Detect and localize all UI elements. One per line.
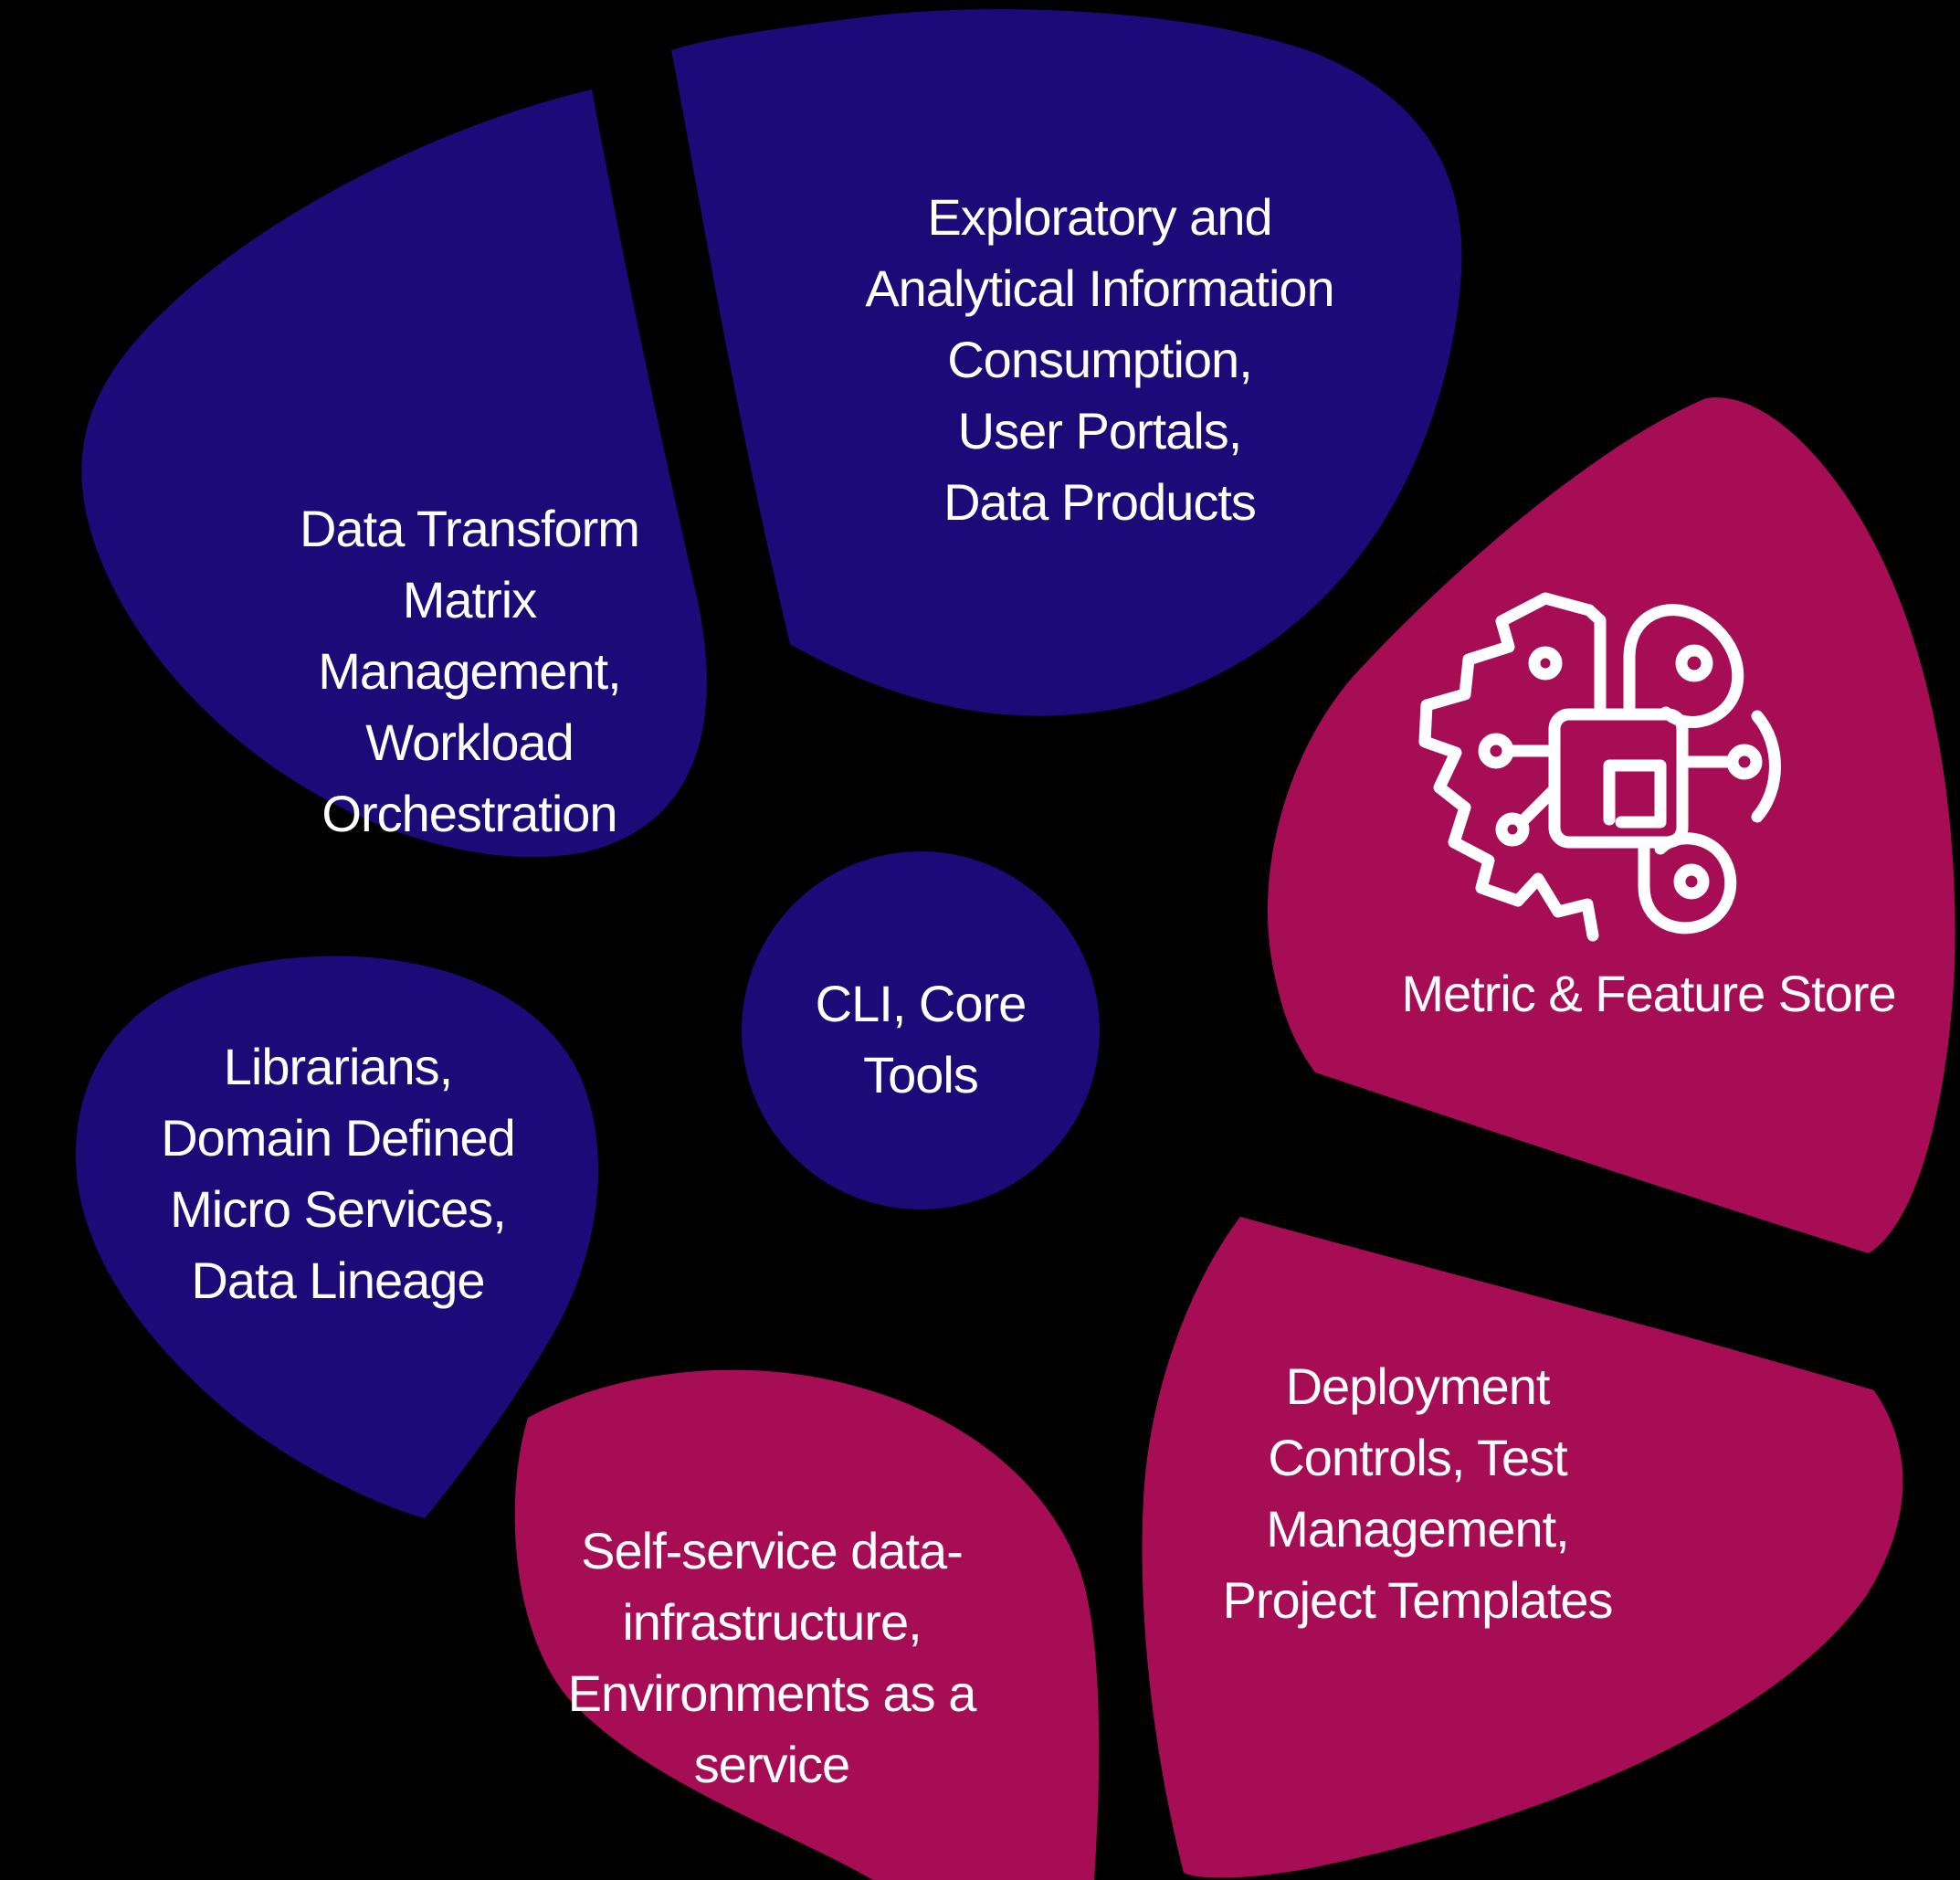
label-librarians: Librarians, Domain Defined Micro Service…: [161, 1038, 516, 1309]
blob-librarians: [75, 956, 598, 1518]
label-exploratory: Exploratory and Analytical Information C…: [865, 188, 1334, 531]
blob-deployment: [1142, 1217, 1903, 1878]
label-cli-core-tools: CLI, Core Tools: [815, 975, 1027, 1104]
label-data-transform: Data Transform Matrix Management, Worklo…: [300, 500, 640, 842]
label-self-service: Self-service data- infrastructure, Envir…: [567, 1522, 977, 1793]
blob-exploratory: [671, 9, 1462, 716]
ai-brain-circuit-icon: [1418, 592, 1781, 942]
label-deployment: Deployment Controls, Test Management, Pr…: [1222, 1357, 1613, 1629]
label-metric-feature-store: Metric & Feature Store: [1401, 965, 1896, 1022]
blob-data-transform: [81, 90, 707, 858]
blob-cli-core-tools: [742, 851, 1100, 1209]
blob-self-service: [514, 1369, 1100, 1880]
blob-metric-feature-store: [1267, 397, 1955, 1253]
